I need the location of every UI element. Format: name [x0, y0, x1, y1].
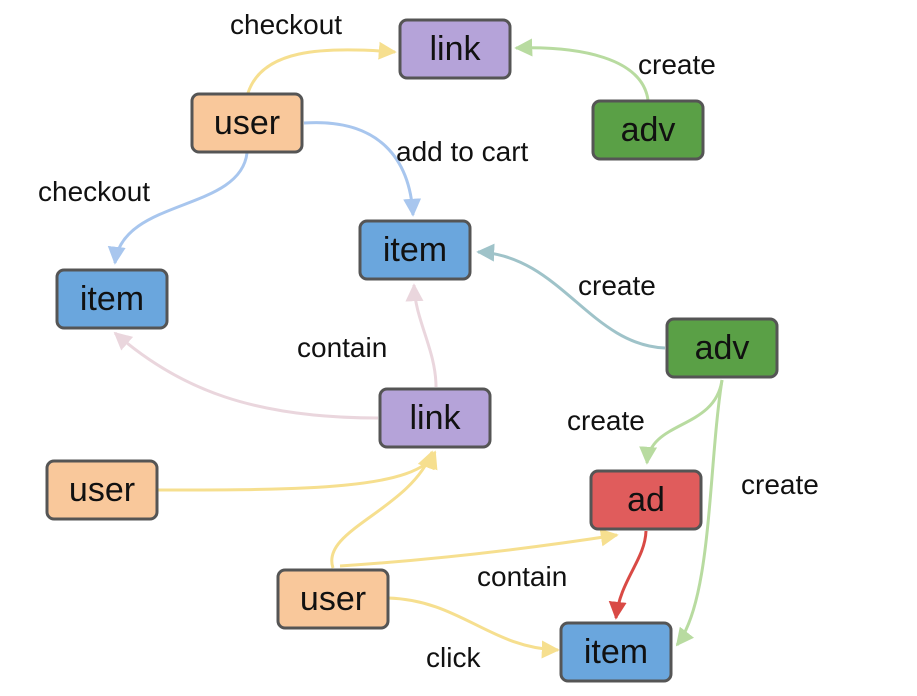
edge-label-checkout-top: checkout	[230, 9, 342, 40]
edge-user-contain-ad	[339, 528, 619, 568]
node-label: user	[214, 104, 280, 142]
edge-user-checkout-link	[246, 41, 397, 94]
node-user-left: user	[45, 459, 159, 521]
edge-label-add-to-cart: add to cart	[396, 136, 529, 167]
edge-link-contain-itemleft	[113, 331, 379, 420]
node-adv-right: adv	[665, 317, 779, 379]
edge-label-contain-mid: contain	[297, 332, 387, 363]
node-label: item	[584, 633, 648, 671]
node-label: adv	[621, 111, 676, 149]
node-label: user	[69, 471, 135, 509]
edge-labels: checkout create checkout add to cart cre…	[38, 9, 819, 673]
edge-label-create-top: create	[638, 49, 716, 80]
node-label: link	[429, 30, 481, 68]
edge-adv-create-item	[476, 243, 666, 350]
edge-label-create-mid: create	[578, 270, 656, 301]
node-user-bottom: user	[276, 568, 390, 630]
node-item-bottom: item	[559, 621, 673, 683]
edge-label-create-ad: create	[567, 405, 645, 436]
edge-adv-create-link	[514, 38, 650, 101]
edge-user-link	[157, 450, 438, 492]
nodes: link adv user item item adv link user	[45, 18, 779, 683]
node-adv-top: adv	[591, 99, 705, 161]
edge-label-create-right: create	[741, 469, 819, 500]
edge-adv-create-ad	[639, 379, 724, 465]
node-label: ad	[627, 481, 665, 519]
edge-label-click: click	[426, 642, 481, 673]
edges	[107, 38, 724, 659]
edge-user-click-item	[387, 596, 560, 659]
node-label: item	[80, 280, 144, 318]
edge-user-addtocart-item	[303, 121, 422, 217]
edge-userbottom-link	[330, 450, 435, 569]
edge-ad-item	[608, 530, 648, 620]
node-link-mid: link	[378, 387, 492, 449]
edge-label-checkout-left: checkout	[38, 176, 150, 207]
edge-user-checkout-item	[107, 152, 249, 265]
node-ad: ad	[589, 469, 703, 531]
node-item-center: item	[358, 219, 472, 281]
edge-label-contain-bottom: contain	[477, 561, 567, 592]
node-user-top: user	[190, 92, 304, 154]
edge-link-contain-item	[405, 283, 438, 388]
node-item-left: item	[55, 268, 169, 330]
node-label: adv	[695, 329, 750, 367]
node-label: item	[383, 231, 447, 269]
node-link-top: link	[398, 18, 512, 80]
node-label: link	[409, 399, 461, 437]
edge-adv-create-itembottom	[675, 379, 724, 647]
node-label: user	[300, 580, 366, 618]
